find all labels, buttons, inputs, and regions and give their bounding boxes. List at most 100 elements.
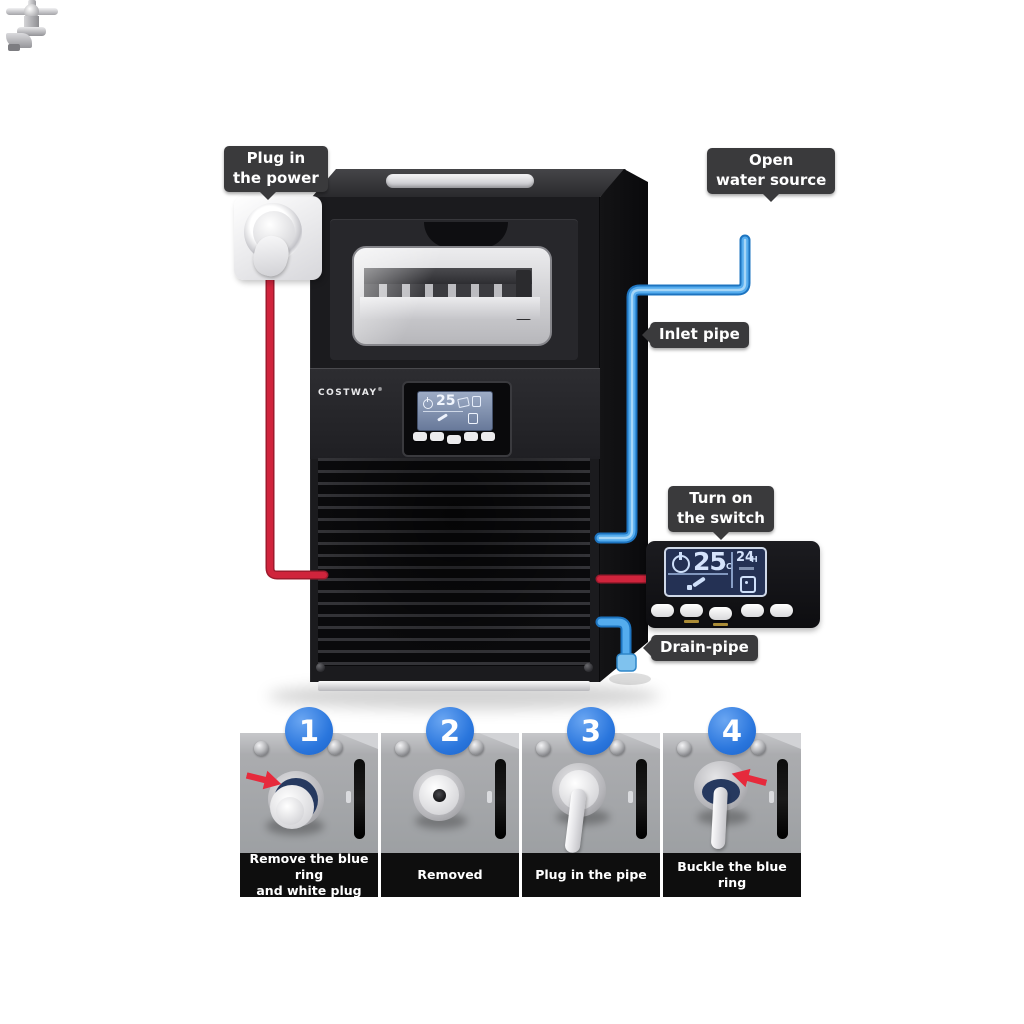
power-icon <box>672 552 690 573</box>
drain-pipe-tip <box>616 653 637 672</box>
drain-slot <box>354 759 365 839</box>
panel-button-1 <box>651 604 674 617</box>
red-arrow-icon <box>245 770 282 790</box>
step-number-badge: 2 <box>426 707 474 755</box>
callout-text: Drain-pipe <box>660 638 749 656</box>
step-caption: Remove the blue ring and white plug <box>240 851 378 898</box>
power-cable-outline <box>265 257 329 580</box>
screw-icon <box>469 740 484 755</box>
machine-button-5 <box>481 432 495 441</box>
faucet-knob <box>24 4 39 19</box>
machine-window <box>352 246 552 346</box>
screw-icon <box>395 741 410 756</box>
step-number-badge: 1 <box>285 707 333 755</box>
callout-text: Plug in the power <box>233 149 319 187</box>
machine-lcd-temp: 25 <box>436 393 456 409</box>
basket-icon <box>468 413 478 424</box>
lcd-divider <box>423 411 463 413</box>
step-panel-4: 4 Buckle the blue ring <box>663 707 801 897</box>
step-photo <box>522 733 660 853</box>
callout-open-water: Open water source <box>707 148 836 202</box>
panel-temp: 25 <box>693 547 727 576</box>
plate-edge <box>479 733 519 749</box>
machine-right-face <box>600 169 648 682</box>
step-panel-2: 2 Removed <box>381 707 519 897</box>
water-level-icon <box>472 396 481 407</box>
screw-icon <box>536 741 551 756</box>
button-sub-label <box>713 623 728 626</box>
slot-latch <box>346 791 351 803</box>
water-pipe <box>710 786 728 850</box>
door-grip-notch <box>424 222 508 248</box>
screw-icon <box>584 663 593 672</box>
screw-icon <box>328 740 343 755</box>
slot-latch <box>628 791 633 803</box>
panel-button-2 <box>680 604 703 617</box>
step-panel-1: 1 Remove the blue ring and white plug <box>240 707 378 898</box>
panel-hours: 24 <box>736 550 755 565</box>
screw-icon <box>677 741 692 756</box>
callout-plug-power: Plug in the power <box>224 146 328 200</box>
screw-icon <box>254 741 269 756</box>
brand-name: COSTWAY <box>318 388 378 398</box>
plate-edge <box>761 733 801 749</box>
drain-pipe-line <box>597 618 630 660</box>
machine-button-3 <box>447 435 461 444</box>
step-caption: Removed <box>381 853 519 897</box>
callout-text: Inlet pipe <box>659 325 740 343</box>
button-sub-label <box>684 620 699 623</box>
machine-button-2 <box>430 432 444 441</box>
window-reflection <box>354 248 550 344</box>
white-plug-nose <box>276 797 304 825</box>
faucet-tip <box>8 44 20 51</box>
lcd-vertical-divider <box>731 552 733 588</box>
panel-button-3 <box>709 607 732 620</box>
screw-icon <box>610 740 625 755</box>
step-number-badge: 4 <box>708 707 756 755</box>
plate-edge <box>620 733 660 749</box>
slot-latch <box>769 791 774 803</box>
step-photo <box>240 733 378 853</box>
callout-text: Turn on the switch <box>677 489 765 527</box>
step-panel-3: 3 Plug in the pipe <box>522 707 660 897</box>
drain-slot <box>636 759 647 839</box>
callout-inlet-pipe: Inlet pipe <box>642 322 749 348</box>
panel-button-4 <box>741 604 764 617</box>
grille-shading <box>318 458 590 666</box>
machine-base <box>318 681 590 691</box>
panel-hours-unit: H <box>751 555 758 564</box>
lid-handle <box>386 174 534 188</box>
basket-icon <box>740 576 756 593</box>
lcd-horizontal-divider <box>668 573 728 575</box>
faucet-body <box>24 16 39 30</box>
registered-mark: ® <box>377 387 383 393</box>
lcd-small-text <box>739 567 754 570</box>
drain-shadow <box>609 673 651 685</box>
step-caption: Plug in the pipe <box>522 853 660 897</box>
callout-turn-switch: Turn on the switch <box>668 486 774 540</box>
red-arrow-icon <box>731 768 768 788</box>
panel-temp-unit: °C <box>722 562 732 571</box>
screw-icon <box>316 663 325 672</box>
machine-button-4 <box>464 432 478 441</box>
costway-logo: COSTWAY® <box>318 387 383 398</box>
drain-slot <box>777 759 788 839</box>
fitting-hole <box>433 789 446 802</box>
power-icon <box>423 397 433 409</box>
plate-edge <box>338 733 378 749</box>
screw-icon <box>751 740 766 755</box>
faucet-icon <box>0 0 64 58</box>
callout-drain-pipe: Drain-pipe <box>643 635 758 661</box>
step-number-badge: 3 <box>567 707 615 755</box>
drain-slot <box>495 759 506 839</box>
inlet-pipe-highlight <box>598 238 747 540</box>
power-cable <box>267 259 327 578</box>
faucet-collar <box>17 27 46 36</box>
machine-button-1 <box>413 432 427 441</box>
slot-latch <box>487 791 492 803</box>
panel-button-5 <box>770 604 793 617</box>
scoop-dot <box>687 585 692 590</box>
step-caption: Buckle the blue ring <box>663 853 801 897</box>
